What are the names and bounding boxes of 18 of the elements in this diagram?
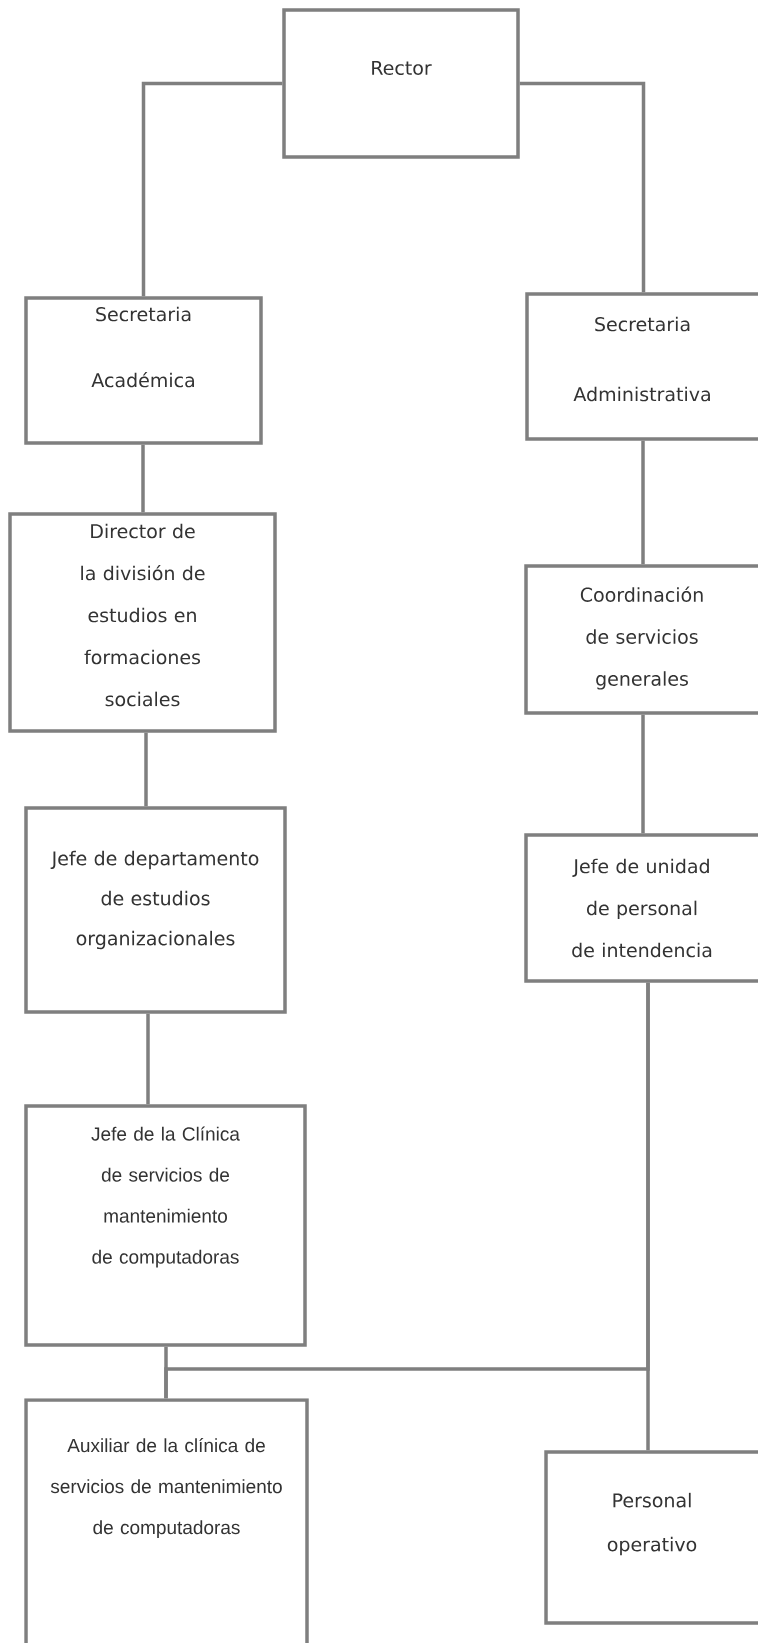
box-label: Coordinación de servicios generales xyxy=(580,586,703,690)
box-label: Secretaria Académica xyxy=(91,306,194,388)
connector-line xyxy=(641,440,645,565)
connector-line xyxy=(144,732,148,807)
connector-line xyxy=(519,81,646,293)
connector-line xyxy=(146,1013,150,1105)
box-label: Jefe de unidad de personal de intendencia xyxy=(572,858,712,958)
connector-line xyxy=(641,714,645,834)
connector-line xyxy=(141,444,145,513)
box-label: Jefe de departamento de estudios organizacionales xyxy=(50,850,259,950)
connector-line xyxy=(141,81,283,297)
box-label: Auxiliar de la clínica de servicios de mantenimiento de computadoras xyxy=(50,1438,282,1538)
box-label: Director de la división de estudios en formaciones sociales xyxy=(81,523,205,707)
box-label: Secretaria Administrativa xyxy=(573,316,710,402)
connector-line xyxy=(164,982,650,1399)
box-label: Personal operativo xyxy=(607,1492,697,1556)
box-label: Rector xyxy=(372,60,432,76)
box-label: Jefe de la Clínica de servicios de mantenimiento de computadoras xyxy=(91,1126,240,1268)
